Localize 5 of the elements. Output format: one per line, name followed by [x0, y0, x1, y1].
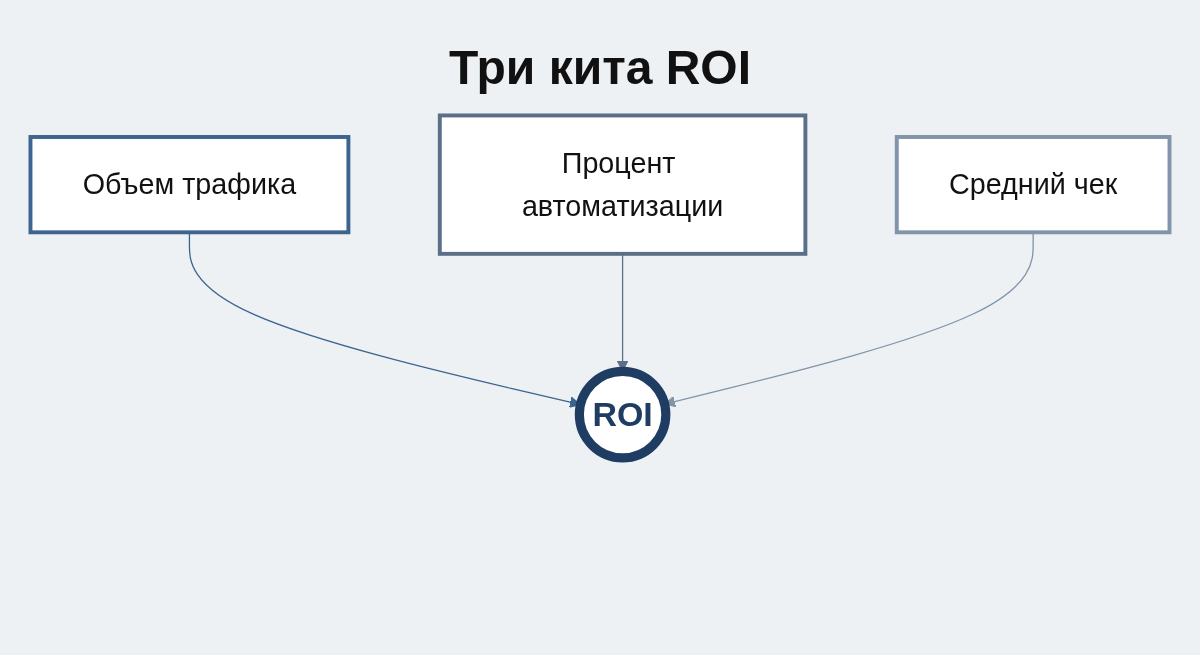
node-box: Процент автоматизации: [437, 113, 808, 256]
node-circle: ROI: [574, 366, 671, 463]
node-box: Средний чек: [894, 135, 1172, 235]
diagram-title: Три кита ROI: [448, 40, 752, 95]
node-box: Объем трафика: [28, 135, 351, 235]
